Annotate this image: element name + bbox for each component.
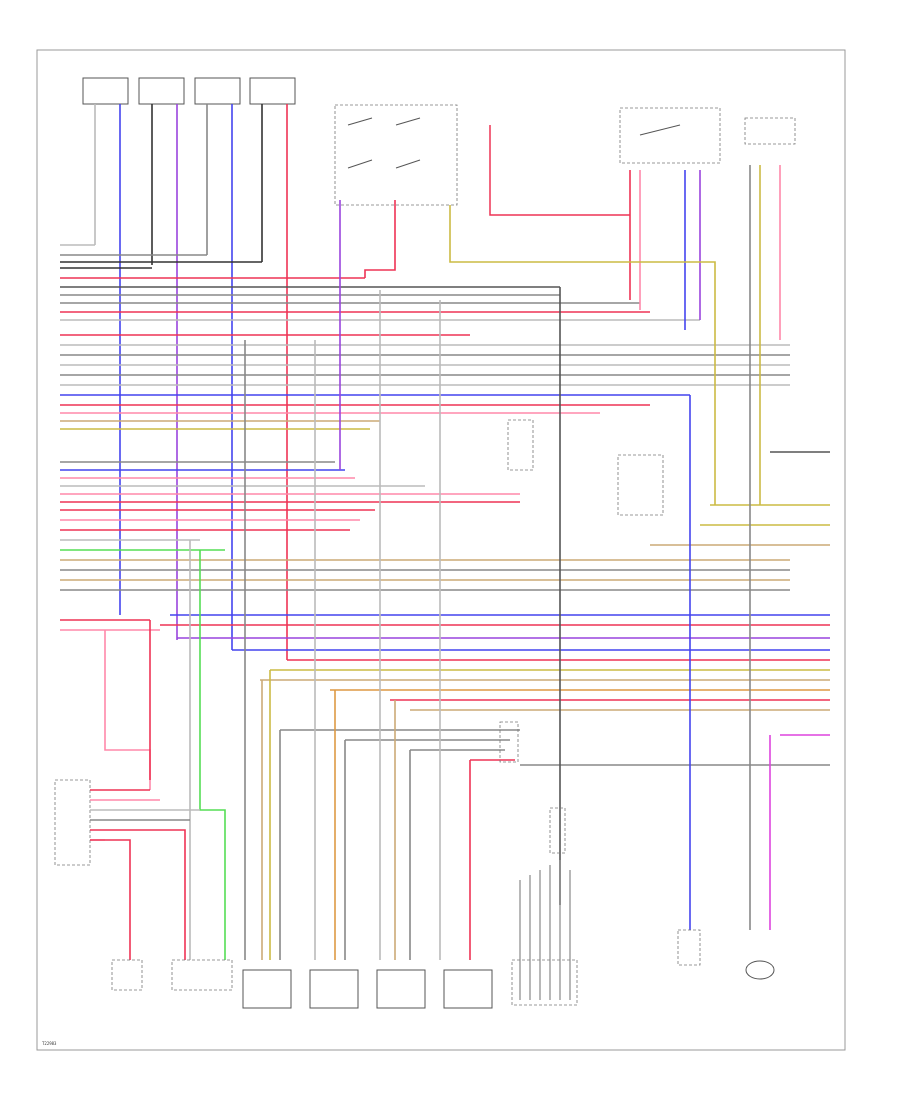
bottom-block-1: [111, 959, 143, 991]
top-sensor-wires: [94, 104, 288, 660]
sensor-block-2: [138, 77, 185, 105]
vert-red-3: [364, 200, 396, 278]
bottom-module-4: [443, 969, 493, 1009]
mid-components: [499, 419, 664, 854]
left-module-body: [54, 779, 91, 866]
switch-contact-2: [395, 117, 421, 126]
switch-contact-4: [395, 159, 421, 169]
door-switch-housing: [619, 107, 721, 164]
switch-contact-3: [347, 159, 373, 169]
connector-top-right: [744, 117, 796, 145]
connector-lower-mid: [549, 807, 566, 854]
sensor-block-3: [194, 77, 241, 105]
vertical-runs: [104, 165, 781, 960]
bottom-module-1: [242, 969, 292, 1009]
relay-lower-mid: [499, 721, 519, 763]
diagram-frame: [36, 49, 846, 1051]
vert-gray-1: [279, 729, 520, 960]
bottom-connector-pins: [511, 959, 578, 1006]
sensor-block-1: [82, 77, 129, 105]
switch-contact-1: [347, 117, 373, 126]
left-terminal-rows-lower: [60, 461, 790, 631]
vert-yellow-3: [449, 205, 716, 505]
vert-green-1: [199, 550, 226, 960]
relay-mid-right: [617, 454, 664, 516]
bottom-components: [111, 860, 775, 1009]
top-sensor-group: [82, 77, 296, 105]
top-right-components: [489, 107, 796, 216]
right-terminal-rows: [160, 451, 830, 766]
relay-mid-left: [507, 419, 534, 471]
bottom-module-2: [309, 969, 359, 1009]
sensor-block-4: [249, 77, 296, 105]
left-module: [54, 779, 200, 866]
bottom-module-3: [376, 969, 426, 1009]
switch-housing: [334, 104, 458, 206]
lamp-loop: [489, 125, 630, 216]
vert-pink-4: [104, 630, 151, 790]
bottom-actuator: [677, 929, 701, 966]
left-terminal-rows-upper: [60, 244, 790, 430]
footer-code: T22983: [42, 1041, 57, 1046]
bottom-block-2: [171, 959, 233, 991]
vert-gray-3: [344, 739, 510, 960]
door-switch-contact: [639, 124, 681, 136]
vert-red-1: [469, 759, 515, 960]
bottom-speaker: [745, 960, 775, 980]
vert-red-5: [105, 839, 131, 960]
top-switch-assembly: [334, 104, 458, 206]
vert-red-6: [115, 829, 186, 960]
vert-gray-4: [409, 749, 505, 960]
